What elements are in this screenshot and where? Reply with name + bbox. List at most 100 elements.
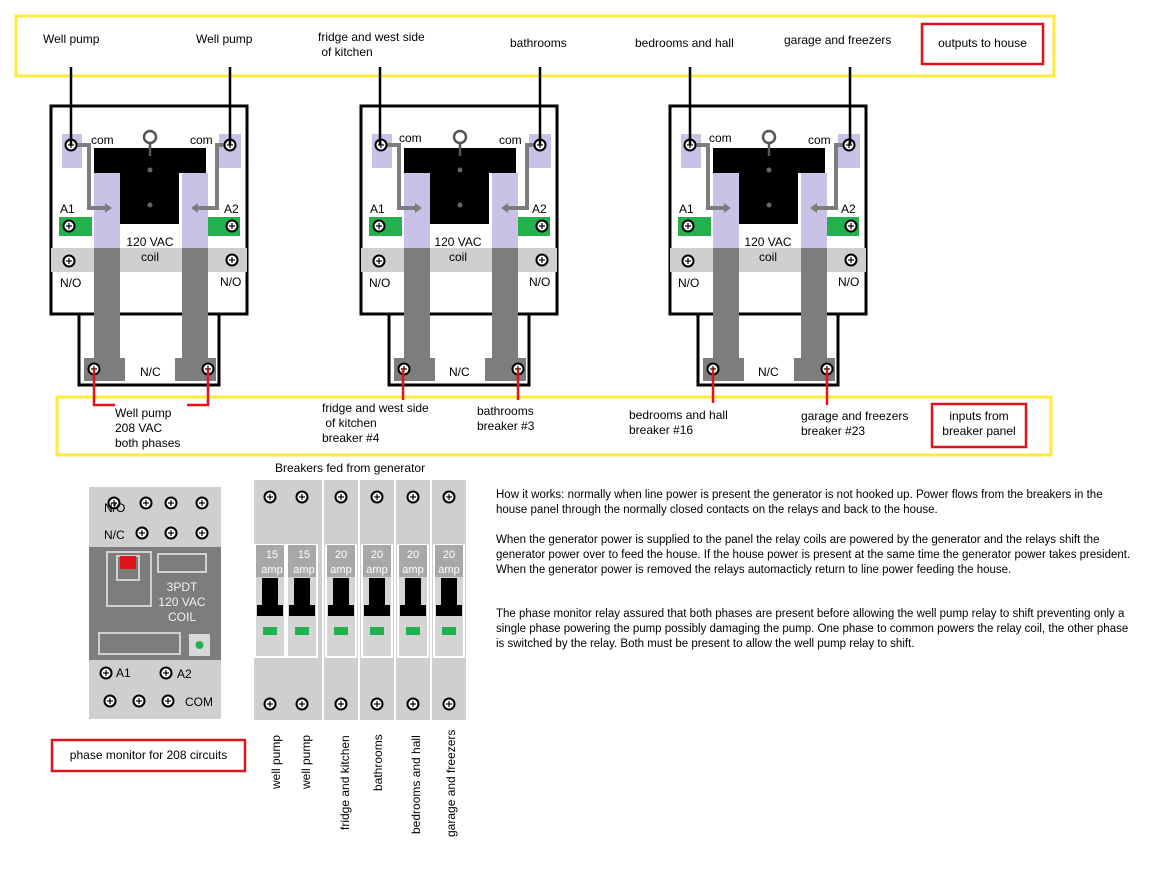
output-label-bathrooms: bathrooms [510, 36, 567, 50]
relay2-nc: N/C [449, 365, 470, 379]
relay-2 [359, 104, 559, 387]
breaker-status-indicator [295, 627, 309, 635]
breaker-toggle-base [436, 605, 462, 616]
breaker-1-unit: amp [261, 564, 283, 576]
relay-rivet [766, 167, 772, 173]
relay-no-screw-left [681, 254, 695, 268]
breaker-6-name: garage and freezers [444, 729, 458, 837]
relay-1 [49, 104, 249, 387]
outputs-box [14, 14, 1056, 78]
breaker-top-screw [370, 490, 384, 504]
breaker-rating-plate [256, 545, 284, 577]
relay-post-right [801, 248, 827, 358]
relay1-no-left: N/O [60, 276, 82, 290]
pm-spec-label: 3PDT 120 VAC COIL [158, 580, 206, 624]
breaker-5-unit: amp [402, 564, 424, 576]
relay-rivet [147, 202, 153, 208]
breaker-4-name: bathrooms [371, 734, 385, 791]
breaker-toggle-handle [441, 578, 457, 608]
breaker-status-indicator [370, 627, 384, 635]
breaker-1-name: well pump [269, 734, 283, 789]
inputs-box [55, 395, 1053, 457]
pm-nc-label: N/C [104, 528, 125, 542]
relay-no-screw-right [535, 253, 549, 267]
relay-switch-arm-left [75, 143, 107, 210]
relay-post-right [182, 248, 208, 358]
relay3-no-right: N/O [838, 275, 860, 289]
phase-monitor-screw [99, 666, 113, 680]
relay2-com-left: com [399, 131, 422, 145]
relay3-a2: A2 [841, 202, 856, 216]
breaker-rating-plate [327, 545, 355, 577]
phase-monitor-screw [164, 496, 178, 510]
breaker-2-unit: amp [293, 564, 315, 576]
relay3-com-left: com [709, 131, 732, 145]
relay-armature [430, 148, 489, 224]
breaker-bottom-screw [334, 697, 348, 711]
relay-switch-arrow-left [415, 203, 422, 213]
breaker-toggle-handle [369, 578, 385, 608]
breaker-status-indicator [263, 627, 277, 635]
phase-monitor-screw [164, 526, 178, 540]
breaker-panel [254, 480, 466, 720]
breaker-toggle-handle [294, 578, 310, 608]
input-label-garage: garage and freezers breaker #23 [801, 409, 909, 438]
relay-switch-arrow-left [105, 203, 112, 213]
breaker-4-rating: 20 [370, 549, 384, 561]
breaker-6-rating: 20 [442, 549, 456, 561]
output-label-bedrooms: bedrooms and hall [635, 36, 734, 50]
input-wire-well-pump-1 [92, 369, 115, 407]
relay2-no-right: N/O [529, 275, 551, 289]
breaker-bottom-screw [442, 697, 456, 711]
relay2-a2: A2 [532, 202, 547, 216]
breakers-title: Breakers fed from generator [275, 461, 426, 475]
relay-switch-arm-right [197, 143, 229, 210]
breaker-5-rating: 20 [406, 549, 420, 561]
relay2-no-left: N/O [369, 276, 391, 290]
relay1-a2: A2 [224, 202, 239, 216]
breaker-toggle-base [364, 605, 390, 616]
pm-com-label: COM [185, 695, 213, 709]
relay-post-right [492, 248, 518, 358]
breaker-toggle-handle [262, 578, 278, 608]
relay3-no-left: N/O [678, 276, 700, 290]
breaker-3-name: fridge and kitchen [338, 735, 352, 830]
relay1-com-left: com [91, 133, 114, 147]
breaker-rating-plate [399, 545, 427, 577]
relay2-com-right: com [499, 133, 522, 147]
phase-monitor-screw [195, 526, 209, 540]
breaker-toggle-handle [405, 578, 421, 608]
relay-no-screw-left [372, 254, 386, 268]
input-label-fridge: fridge and west side of kitchen breaker … [322, 401, 429, 445]
description-paragraph-1: How it works: normally when line power i… [496, 489, 1103, 516]
relay-a2-screw [535, 219, 549, 233]
relay-switch-arrow-right [191, 203, 198, 213]
input-label-well-pump: Well pump 208 VAC both phases [115, 406, 181, 450]
input-label-bedrooms: bedrooms and hall breaker #16 [629, 408, 728, 437]
outputs-label-box [920, 22, 1045, 66]
breaker-top-screw [406, 490, 420, 504]
breaker-rating-plate [288, 545, 316, 577]
relay1-com-right: com [190, 133, 213, 147]
input-wire-well-pump-2 [187, 369, 210, 407]
relay-switch-arm-left [385, 143, 417, 210]
phase-monitor-screw [139, 496, 153, 510]
breaker-bottom-screw [295, 697, 309, 711]
phase-monitor-screw [159, 666, 173, 680]
relay1-no-right: N/O [220, 275, 242, 289]
relay-switch-arrow-right [810, 203, 817, 213]
relay-switch-arm-right [507, 143, 539, 210]
breaker-rating-plate [363, 545, 391, 577]
phase-monitor-screw [161, 694, 175, 708]
phase-monitor-label: phase monitor for 208 circuits [69, 748, 228, 762]
relay-no-screw-left [62, 254, 76, 268]
breaker-3-unit: amp [330, 564, 352, 576]
relay-no-band [670, 248, 866, 272]
breaker-toggle-base [328, 605, 354, 616]
relay-armature [739, 148, 798, 224]
pm-no-label: N/O [104, 501, 126, 515]
breaker-toggle-base [400, 605, 426, 616]
relay-a2-screw [225, 219, 239, 233]
relay3-coil: 120 VAC coil [744, 235, 792, 264]
relay-no-band [361, 248, 557, 272]
